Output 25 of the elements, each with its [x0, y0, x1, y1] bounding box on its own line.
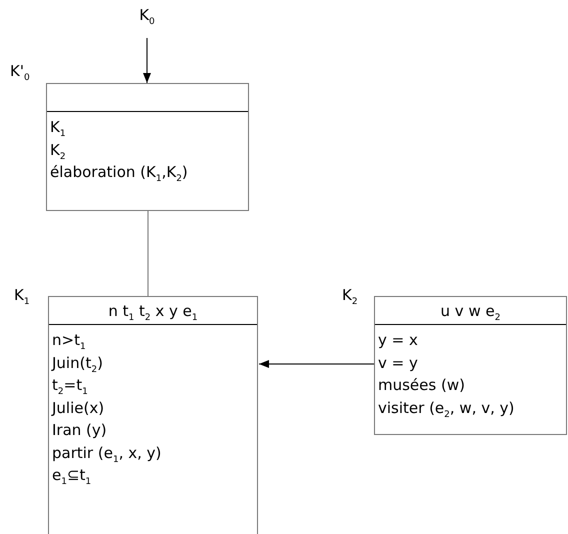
condition-text: partir (e$_{1}$, x, y) — [51, 442, 162, 464]
condition-text: Julie(x) — [50, 398, 104, 418]
box-name: K'$_{0}$ — [10, 62, 30, 80]
box-name: K$_{1}$ — [14, 286, 30, 304]
box-name: K$_{0}$ — [132, 6, 162, 36]
condition-text: visiter (e$_{2}$, w, v, y) — [377, 398, 514, 419]
drs-box — [46, 83, 249, 211]
referent-list: u v w e$_{2}$ — [440, 302, 500, 320]
condition-text: y = x — [377, 330, 418, 351]
condition-text: K$_{2}$ — [49, 140, 66, 161]
condition-text: K$_{1}$ — [49, 117, 66, 138]
condition-text: Iran (y) — [51, 420, 107, 441]
box-name: K$_{2}$ — [342, 286, 358, 304]
drs-box — [374, 296, 567, 435]
arrow — [258, 360, 374, 368]
drs-box — [48, 296, 258, 534]
arrow — [143, 38, 151, 84]
condition-text: élaboration (K$_{1}$,K$_{2}$) — [49, 162, 188, 184]
condition-text: n>t$_{1}$ — [51, 330, 86, 352]
condition-text: e$_{1}$⊆t$_{1}$ — [51, 465, 92, 486]
condition-text: t$_{2}$=t$_{1}$ — [51, 375, 88, 396]
condition-text: v = y — [377, 352, 418, 374]
condition-text: Juin(t$_{2}$) — [50, 352, 103, 374]
condition-text: musées (w) — [377, 375, 465, 396]
referent-list: n t$_{1}$ t$_{2}$ x y e$_{1}$ — [108, 302, 198, 320]
